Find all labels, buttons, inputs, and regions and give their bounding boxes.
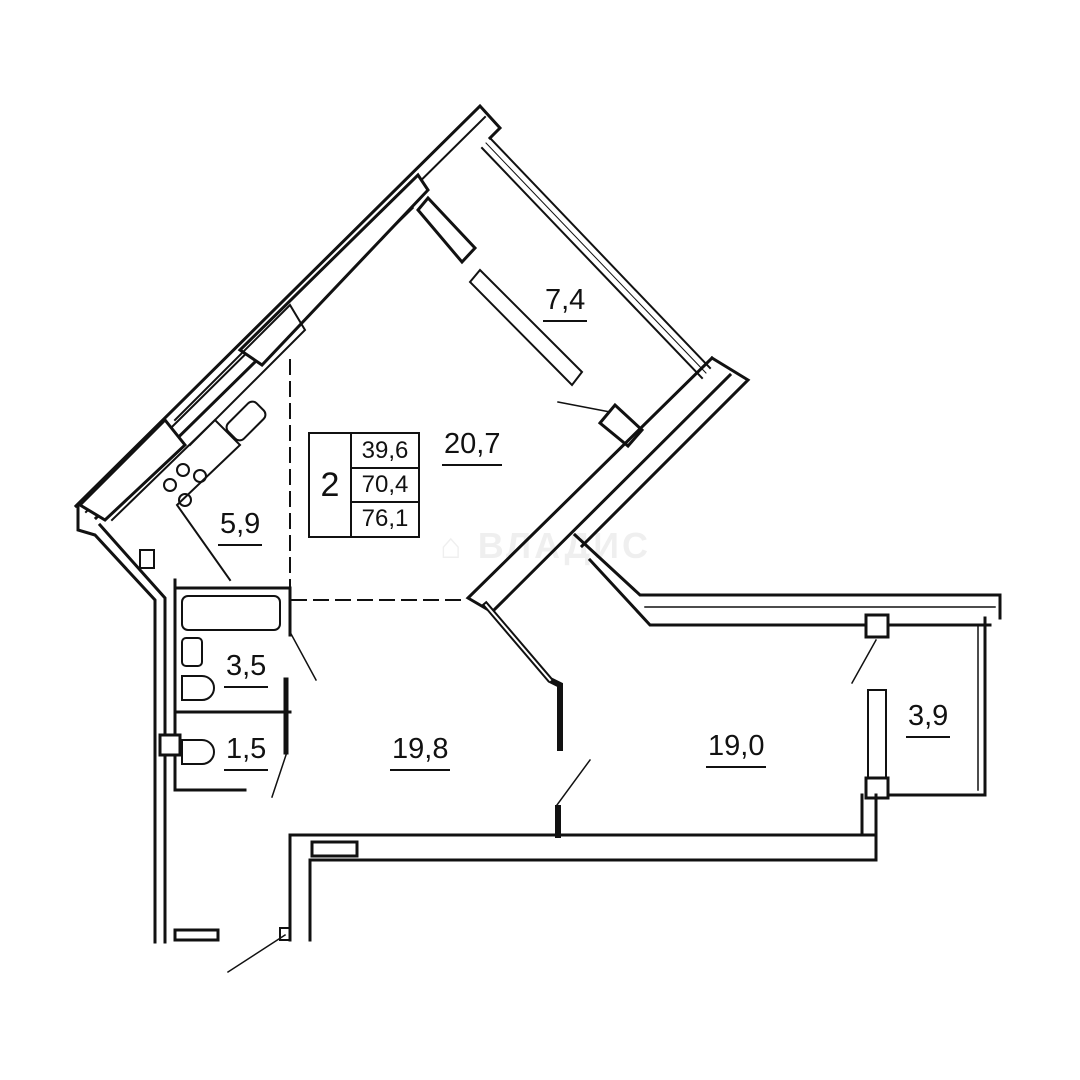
exterior-wall-west: [76, 504, 247, 944]
exterior-wall-south: [288, 793, 878, 942]
toilet: [181, 739, 215, 765]
stove-burner: [176, 463, 190, 477]
sink: [225, 400, 267, 442]
door-swing: [557, 401, 611, 413]
door-swing: [555, 758, 592, 807]
exterior-wall-northeast: [465, 355, 1002, 627]
bathtub: [181, 595, 281, 631]
balcony-right: [864, 613, 987, 800]
kitchen-furniture: [110, 303, 307, 582]
bathroom: [173, 586, 292, 765]
apartment-summary-box: 2 39,6 70,4 76,1: [308, 432, 420, 538]
wall-segment: [237, 172, 430, 367]
door-swing: [271, 754, 287, 798]
balcony-glazing-top: [480, 136, 712, 380]
wall-segment: [77, 417, 188, 522]
room-area-bedroom: 19,0: [706, 730, 767, 768]
door-swing: [850, 638, 878, 685]
washbasin: [181, 637, 203, 667]
balcony-door-window: [468, 268, 584, 387]
room-area-toilet: 1,5: [224, 733, 269, 771]
living-area: 39,6: [352, 434, 418, 469]
door-swing: [288, 630, 318, 682]
total-area: 70,4: [352, 468, 418, 503]
room-area-balcony-right: 3,9: [906, 700, 951, 738]
room-area-bathroom: 3,5: [224, 650, 269, 688]
partition-wall: [481, 600, 563, 751]
rooms-count: 2: [310, 434, 352, 536]
entry-door-swing: [226, 933, 287, 974]
toilet: [181, 675, 215, 701]
total-area-with-balconies: 76,1: [361, 505, 409, 532]
room-area-balcony-top: 7,4: [543, 284, 588, 322]
room-area-hallway: 19,8: [390, 733, 451, 771]
room-area-living-room: 20,7: [442, 428, 503, 466]
balcony-wall: [416, 195, 478, 265]
room-area-kitchen: 5,9: [218, 508, 263, 546]
watermark-logo: ⌂ ВЛАДИС: [440, 525, 651, 566]
